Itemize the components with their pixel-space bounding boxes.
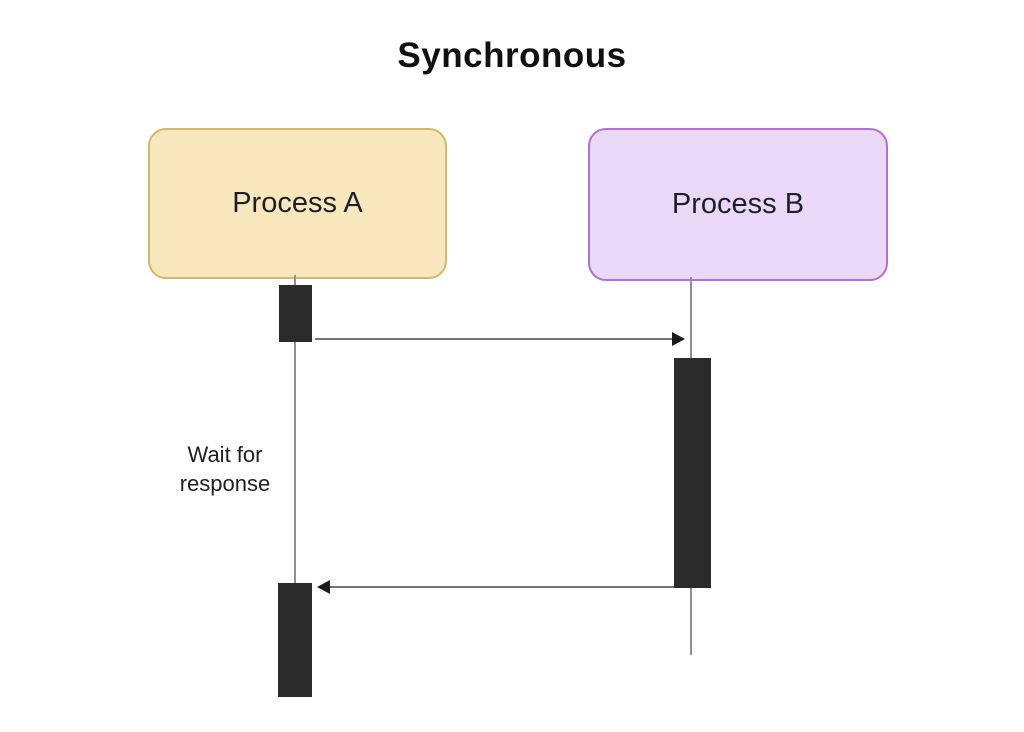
activation-bar-process-a-2 [278,583,312,697]
participant-process-b: Process B [588,128,888,281]
lifeline-process-a [294,275,296,696]
message-call-line [315,338,672,340]
participant-process-a-label: Process A [232,187,363,219]
participant-process-a: Process A [148,128,447,279]
activation-bar-process-a-1 [279,285,312,342]
arrowhead-right-icon [672,332,685,346]
wait-for-response-label: Wait for response [179,442,271,496]
participant-process-b-label: Process B [671,188,805,220]
arrowhead-left-icon [317,580,330,594]
message-response-line [330,586,674,588]
diagram-title: Synchronous [397,36,627,75]
activation-bar-process-b [674,358,711,588]
